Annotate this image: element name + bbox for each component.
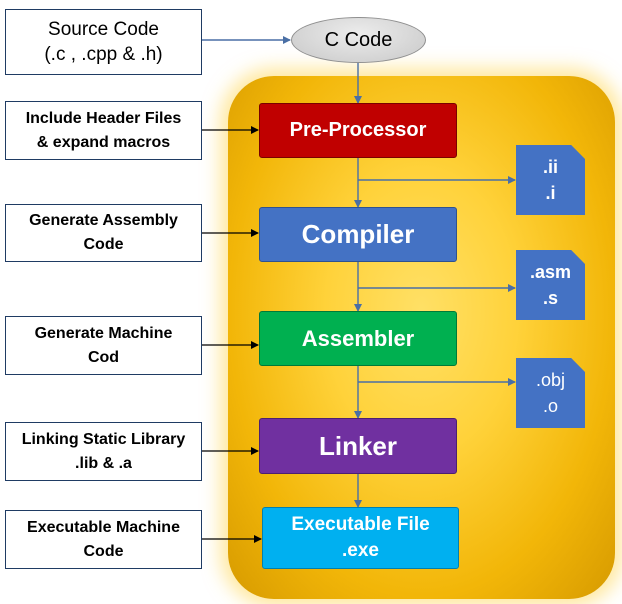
output-ii-line1: .ii: [542, 157, 558, 177]
step-assemble-line2: Cod: [87, 348, 120, 366]
c-code-label: C Code: [324, 28, 393, 51]
step-box-preprocess: Include Header Files & expand macros: [5, 101, 202, 160]
output-doc-obj: .obj .o: [516, 358, 585, 428]
step-box-compile: Generate Assembly Code: [5, 204, 202, 262]
step-box-link: Linking Static Library .lib & .a: [5, 422, 202, 481]
step-preprocess-line1: Include Header Files: [25, 109, 182, 127]
output-ii-line2: .i: [545, 183, 556, 203]
stage-compiler-label: Compiler: [301, 219, 415, 249]
output-doc-ii: .ii .i: [516, 145, 585, 215]
step-preprocess-line2: & expand macros: [36, 133, 171, 151]
output-doc-asm: .asm .s: [516, 250, 585, 320]
step-compile-line2: Code: [83, 236, 124, 253]
step-link-line1: Linking Static Library: [21, 430, 186, 448]
source-code-line2: (.c , .cpp & .h): [44, 44, 163, 65]
source-code-box: Source Code (.c , .cpp & .h): [5, 9, 202, 75]
c-code-ellipse: C Code: [291, 17, 426, 63]
step-executable-line1: Executable Machine: [27, 518, 180, 536]
stage-executable-line1: Executable File: [291, 514, 430, 535]
step-assemble-line1: Generate Machine: [34, 324, 173, 342]
stage-preprocessor-label: Pre-Processor: [289, 119, 427, 141]
stage-assembler-label: Assembler: [301, 325, 415, 351]
step-executable-line2: Code: [83, 542, 124, 560]
stage-linker: Linker: [259, 418, 457, 474]
output-obj-line2: .o: [542, 396, 558, 416]
stage-preprocessor: Pre-Processor: [259, 103, 457, 158]
step-box-assemble: Generate Machine Cod: [5, 316, 202, 375]
stage-assembler: Assembler: [259, 311, 457, 366]
step-compile-line1: Generate Assembly: [29, 212, 178, 229]
output-asm-line2: .s: [542, 288, 558, 308]
step-link-line2: .lib & .a: [75, 454, 132, 472]
step-box-executable: Executable Machine Code: [5, 510, 202, 569]
output-asm-line1: .asm: [529, 262, 572, 282]
stage-executable-line2: .exe: [342, 540, 379, 561]
source-code-line1: Source Code: [48, 19, 159, 40]
stage-executable: Executable File .exe: [262, 507, 459, 569]
stage-compiler: Compiler: [259, 207, 457, 262]
output-obj-line1: .obj: [535, 370, 566, 390]
stage-linker-label: Linker: [318, 430, 398, 461]
